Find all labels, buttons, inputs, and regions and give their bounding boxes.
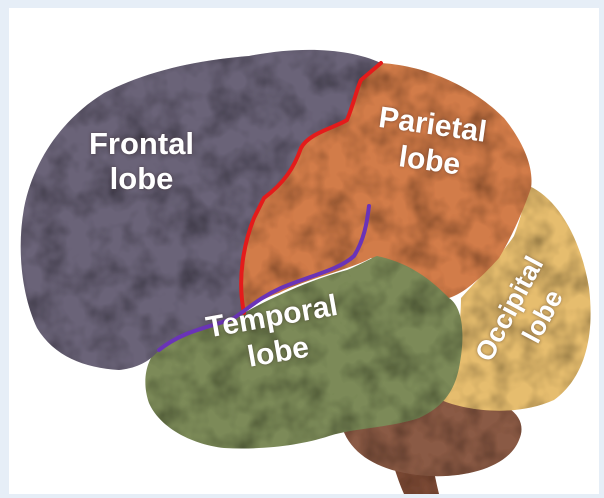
brain-diagram [9, 8, 599, 494]
diagram-canvas: Frontal lobe Parietal lobe Temporal lobe… [9, 8, 599, 494]
frontal-label-line1: Frontal [89, 128, 194, 159]
frontal-lobe-label: Frontal lobe [89, 128, 194, 194]
frontal-label-line2: lobe [89, 163, 194, 194]
